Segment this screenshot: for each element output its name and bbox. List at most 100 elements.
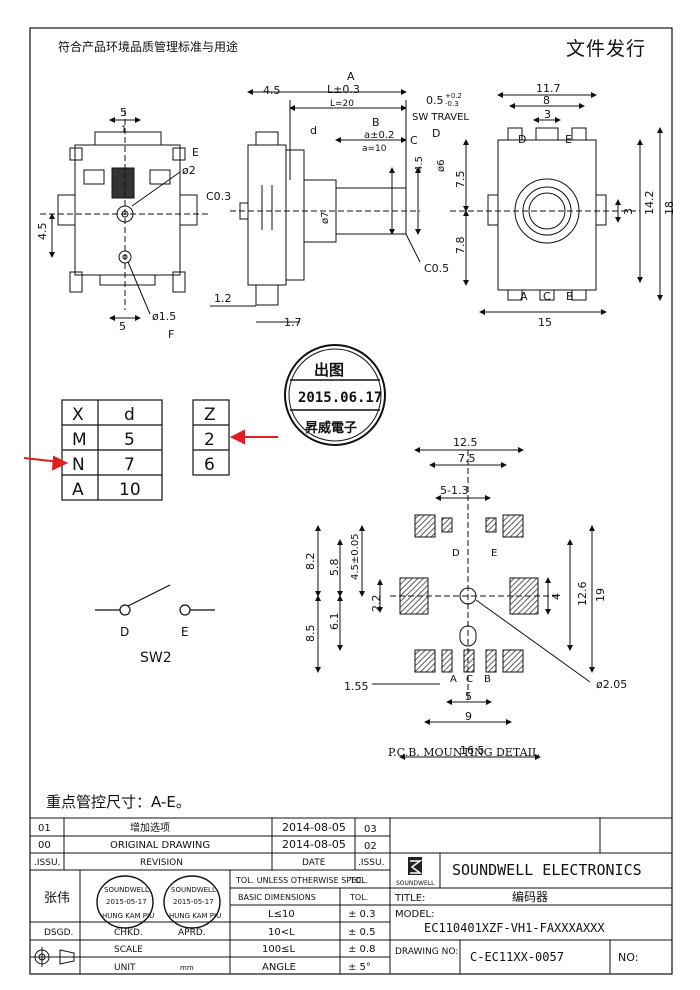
dim-dims-top-d: d [310,124,317,137]
dim-dims-front-d45: 4.5 [36,223,49,241]
tol-value-3: ± 5° [348,962,371,973]
dim-switch-E: E [181,625,189,639]
dim-dims-top-sw-val: 0.5 [426,94,444,107]
col-issu2: .ISSU. [358,858,384,868]
front-view-labels: 5 1 E ø2 4.5 5 ø1.5 F [36,106,199,341]
dim-pcb-d61: 6.1 [328,613,341,631]
dim-dims-top-a-tol: a±0.2 [364,130,394,141]
dim-switch-D: D [120,625,129,639]
drawing-value: C-EC11XX-0057 [470,950,564,964]
pcb-detail [315,447,595,760]
model-label: MODEL: [395,909,434,920]
dim-dims-top-B: B [372,116,380,129]
dim-dims-top-L20: L=20 [330,99,354,109]
dim-stamp-date: 2015.06.17 [298,390,382,406]
dim-pcb-d155: 1.55 [344,680,369,693]
dim-dims-top-L: L±0.3 [327,83,360,96]
spec-row-m-code: M [72,430,87,450]
dim-dims-side-d8: 8 [543,94,550,107]
tol-value-0: ± 0.3 [348,909,375,920]
title-value: 编码器 [512,889,548,904]
rev-01-desc: 增加选项 [130,821,170,834]
tol-range-0: L≤10 [268,909,295,920]
dim-dims-side-d142: 14.2 [643,191,656,216]
red-arrow-z [229,429,278,445]
check-stamp [96,875,221,929]
dim-dims-front-phi15: ø1.5 [152,310,176,323]
rev-00-date: 2014-08-05 [282,838,346,851]
aprd-label: APRD. [178,928,206,938]
z-header: Z [204,405,216,425]
tol-range-2: 100≤L [262,944,295,955]
sw2-symbol [95,584,215,616]
no-label: NO: [618,951,638,964]
stamp1-company: SOUNDWELL [104,886,149,894]
dim-pcb-d19: 19 [594,588,607,602]
dim-dims-top-d45v: 4.5 [414,156,425,172]
spec-row-a-code: A [72,480,84,500]
release-stamp [284,344,386,446]
stamp1-name: HUNG KAM PIU [102,912,154,920]
dim-pcb-d5: 5 [465,690,472,703]
title-label: TITLE: [394,893,425,904]
dim-dims-top-sw-tol-minus: -0.3 [445,100,459,108]
rev-01-no: 01 [38,823,51,834]
dim-pcb-d58: 5.8 [328,559,341,577]
dim-dims-top-sw-travel: SW TRAVEL [412,112,469,123]
controlled-copy-mark: 文件发行 [566,38,647,60]
dim-pcb-d75: 7.5 [458,452,476,465]
dim-dims-top-d45: 4.5 [263,84,281,97]
pcb-labels: 12.5 7.5 5-1.3 D E 8.2 5.8 4.5±0.05 2.2 … [304,436,627,759]
dim-pcb-D: D [452,548,460,559]
tol-header: TOL. UNLESS OTHERWISE SPEC. [235,876,364,885]
compliance-note: 符合产品环境品质管理标准与用途 [58,40,239,54]
dim-dims-top-sw-tol-plus: +0.2 [445,92,462,100]
dim-dims-top-phi6: ø6 [436,160,447,172]
dim-pcb-d4: 4 [550,593,563,600]
dim-dims-side-B: B [566,290,574,303]
company-logo-icon [408,857,423,875]
rev-00-rev: 02 [364,841,377,852]
rev-00-desc: ORIGINAL DRAWING [110,840,210,851]
stamp2-name: HUNG KAM PIU [169,912,221,920]
dim-dims-front-E: E [192,146,199,159]
dim-dims-side-E: E [565,133,572,146]
sw2-labels: D E SW2 [120,625,189,666]
rev-01-date: 2014-08-05 [282,821,346,834]
spec-table-grid [61,399,230,501]
dim-pcb-caption: P.C.B. MOUNTING DETAIL [388,746,540,759]
right-view [450,92,663,315]
key-control-note: 重点管控尺寸：A-E。 [46,793,191,811]
spec-row-n-value: 7 [124,455,135,475]
dim-dims-top-d12: 1.2 [214,292,232,305]
dim-switch-label: SW2 [140,650,172,666]
dim-dims-top-c03: C0.3 [206,190,231,203]
tol-value-1: ± 0.5 [348,927,375,938]
dim-dims-front-d5-top: 5 [120,106,127,119]
dim-dims-side-C: C [543,290,551,303]
dim-pcb-A: A [450,674,457,685]
dim-dims-side-d75: 7.5 [454,171,467,189]
dim-pcb-C: C [466,674,473,685]
dim-dims-side-d3: 3 [544,108,551,121]
dim-dims-front-d1: 1 [121,125,127,135]
red-arrow-n [23,455,69,471]
unit-label: UNIT [114,963,136,973]
dim-pcb-d513: 5-1.3 [440,484,468,497]
dim-stamp-top: 出图 [314,361,344,379]
dim-dims-front-phi2: ø2 [182,164,196,177]
tol-value-2: ± 0.8 [348,944,375,955]
dim-pcb-E: E [491,548,497,559]
spec-table-text: X d M 5 N 7 A 10 Z 2 6 [72,405,216,500]
dim-pcb-d9: 9 [465,710,472,723]
dim-pcb-d82: 8.2 [304,553,317,571]
company-name: SOUNDWELL ELECTRONICS [452,861,642,879]
dim-dims-front-d5-bot: 5 [119,320,126,333]
side-view-labels: A L±0.3 L=20 4.5 0.5 +0.2 -0.3 SW TRAVEL… [206,70,469,329]
spec-row-m-value: 5 [124,430,135,450]
tol-col: TOL. [349,876,368,885]
drawing-label: DRAWING NO: [395,947,458,957]
dim-dims-top-a10: a=10 [362,144,387,154]
dsgd-label: DSGD. [44,928,73,938]
dim-pcb-d165: 16.5 [460,744,485,757]
